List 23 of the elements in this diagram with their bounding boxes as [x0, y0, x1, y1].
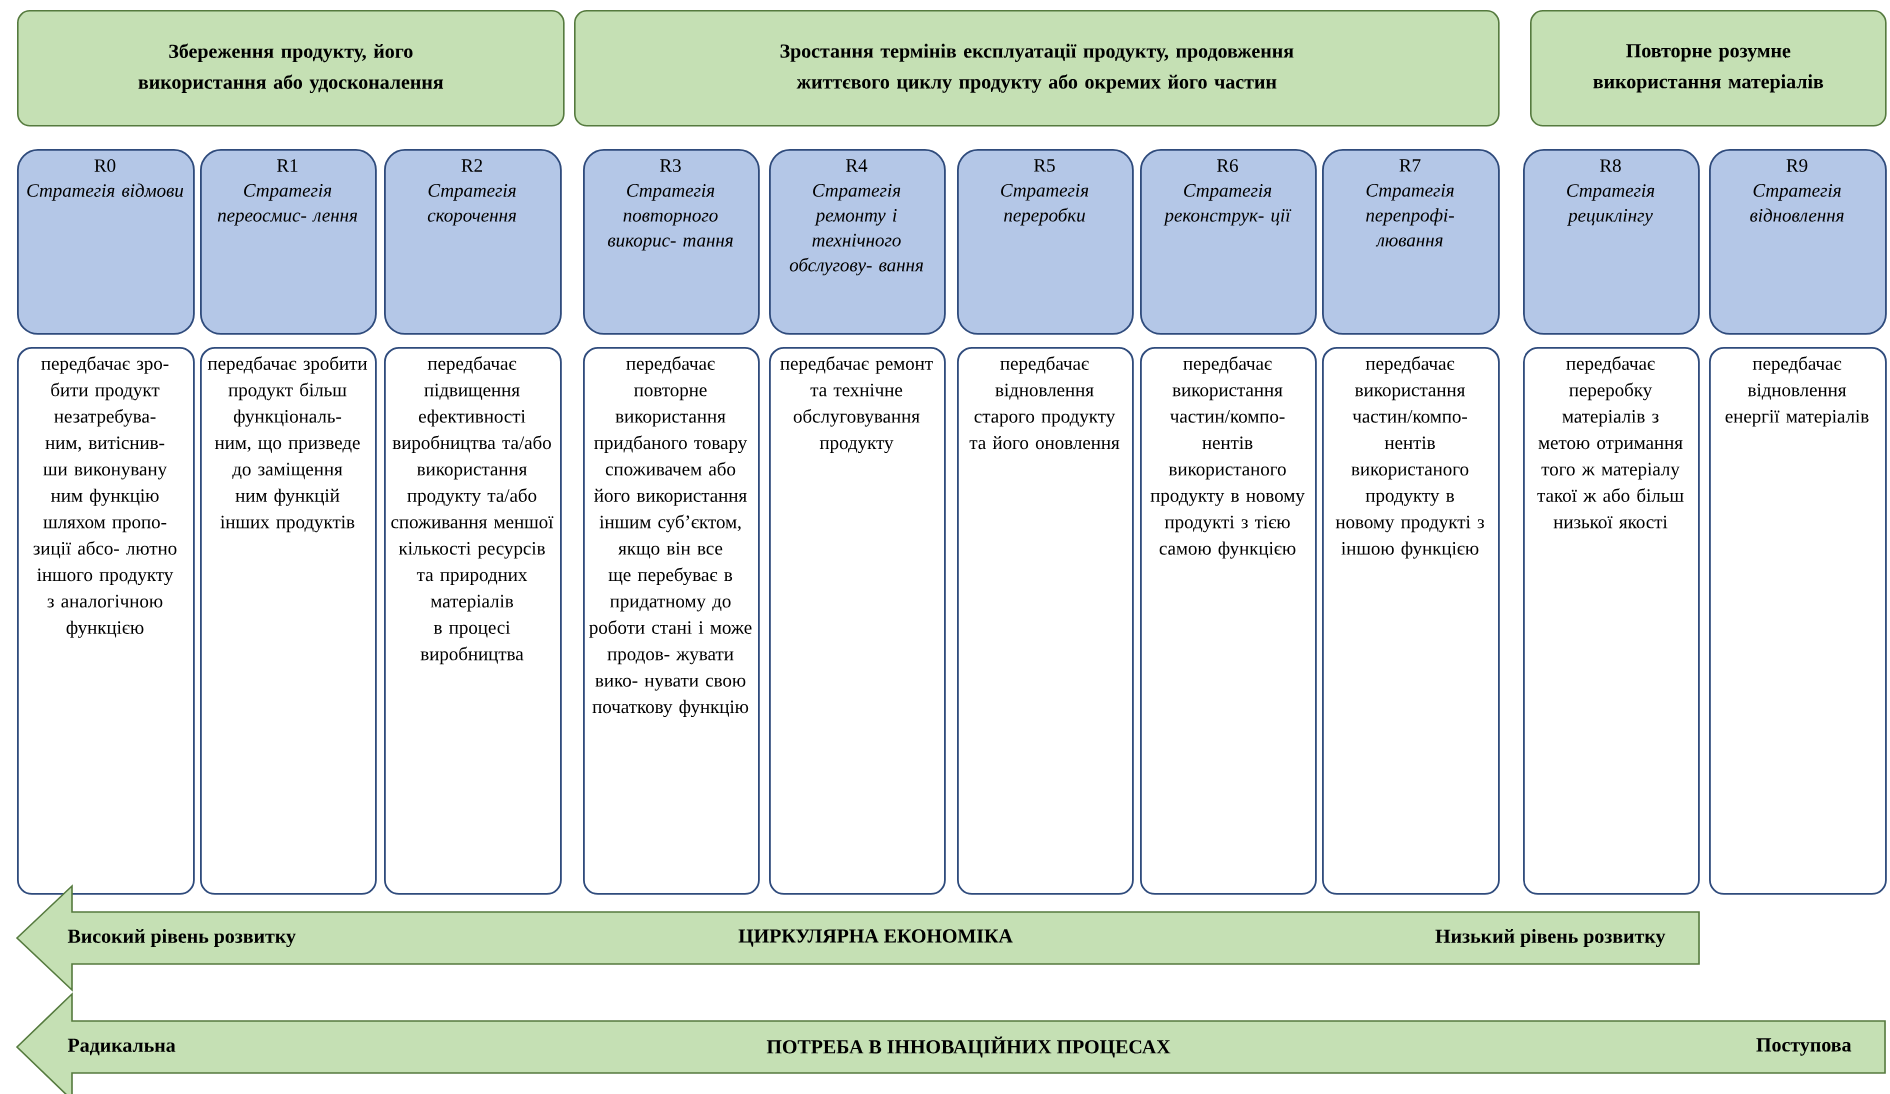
strategy-box: R9 Стратегія відновлення [1709, 149, 1887, 335]
description-box: передбачає зробити продукт більш функціональ- ним, що призведе до заміщення ним функцій інших продуктів [200, 347, 377, 895]
category-box: Повторне розумне використання матеріалів [1530, 10, 1887, 127]
description-box: передбачає переробку матеріалів з метою отримання того ж матеріалу такої ж або більш низької якості [1523, 347, 1700, 895]
strategy-box: R5 Стратегія переробки [957, 149, 1134, 335]
strategy-box: R7 Стратегія перепрофі- лювання [1322, 149, 1500, 335]
strategy-box: R4 Стратегія ремонту і технічного обслугову- вання [769, 149, 946, 335]
strategy-box: R6 Стратегія реконструк- ції [1140, 149, 1317, 335]
description-box: передбачає використання частин/компо- нентів використаного продукту в новому продукті з іншою функцією [1322, 347, 1500, 895]
strategy-box: R0 Стратегія відмови [17, 149, 195, 335]
description-box: передбачає відновлення енергії матеріалів [1709, 347, 1887, 895]
strategy-box: R3 Стратегія повторного викорис- тання [583, 149, 760, 335]
description-box: передбачає відновлення старого продукту та його оновлення [957, 347, 1134, 895]
description-box: передбачає зро- бити продукт незатребува- ним, витіснив- ши виконувану ним функцію шляхом пропо- зиції абсо- лютно іншого продукту з аналогічною функцією [17, 347, 195, 895]
description-box: передбачає ремонт та технічне обслуговування продукту [769, 347, 946, 895]
strategy-box: R1 Стратегія переосмис- лення [200, 149, 377, 335]
category-box: Зростання термінів експлуатації продукту, продовження життєвого циклу продукту або окремих його частин [574, 10, 1500, 127]
description-box: передбачає підвищення ефективності виробництва та/або використання продукту та/або споживання меншої кількості ресурсів та природних матеріалів в процесі виробництва [384, 347, 562, 895]
strategy-box: R2 Стратегія скорочення [384, 149, 562, 335]
description-box: передбачає повторне використання придбаного товару споживачем або його використання іншим суб’єктом, якщо він все ще перебуває в придатному до роботи стані і може продов- жувати вико- нувати свою початкову функцію [583, 347, 760, 895]
strategy-box: R8 Стратегія рециклінгу [1523, 149, 1700, 335]
category-box: Збереження продукту, його використання або удосконалення [17, 10, 565, 127]
description-box: передбачає використання частин/компо- нентів використаного продукту в новому продукті з тією самою функцією [1140, 347, 1317, 895]
